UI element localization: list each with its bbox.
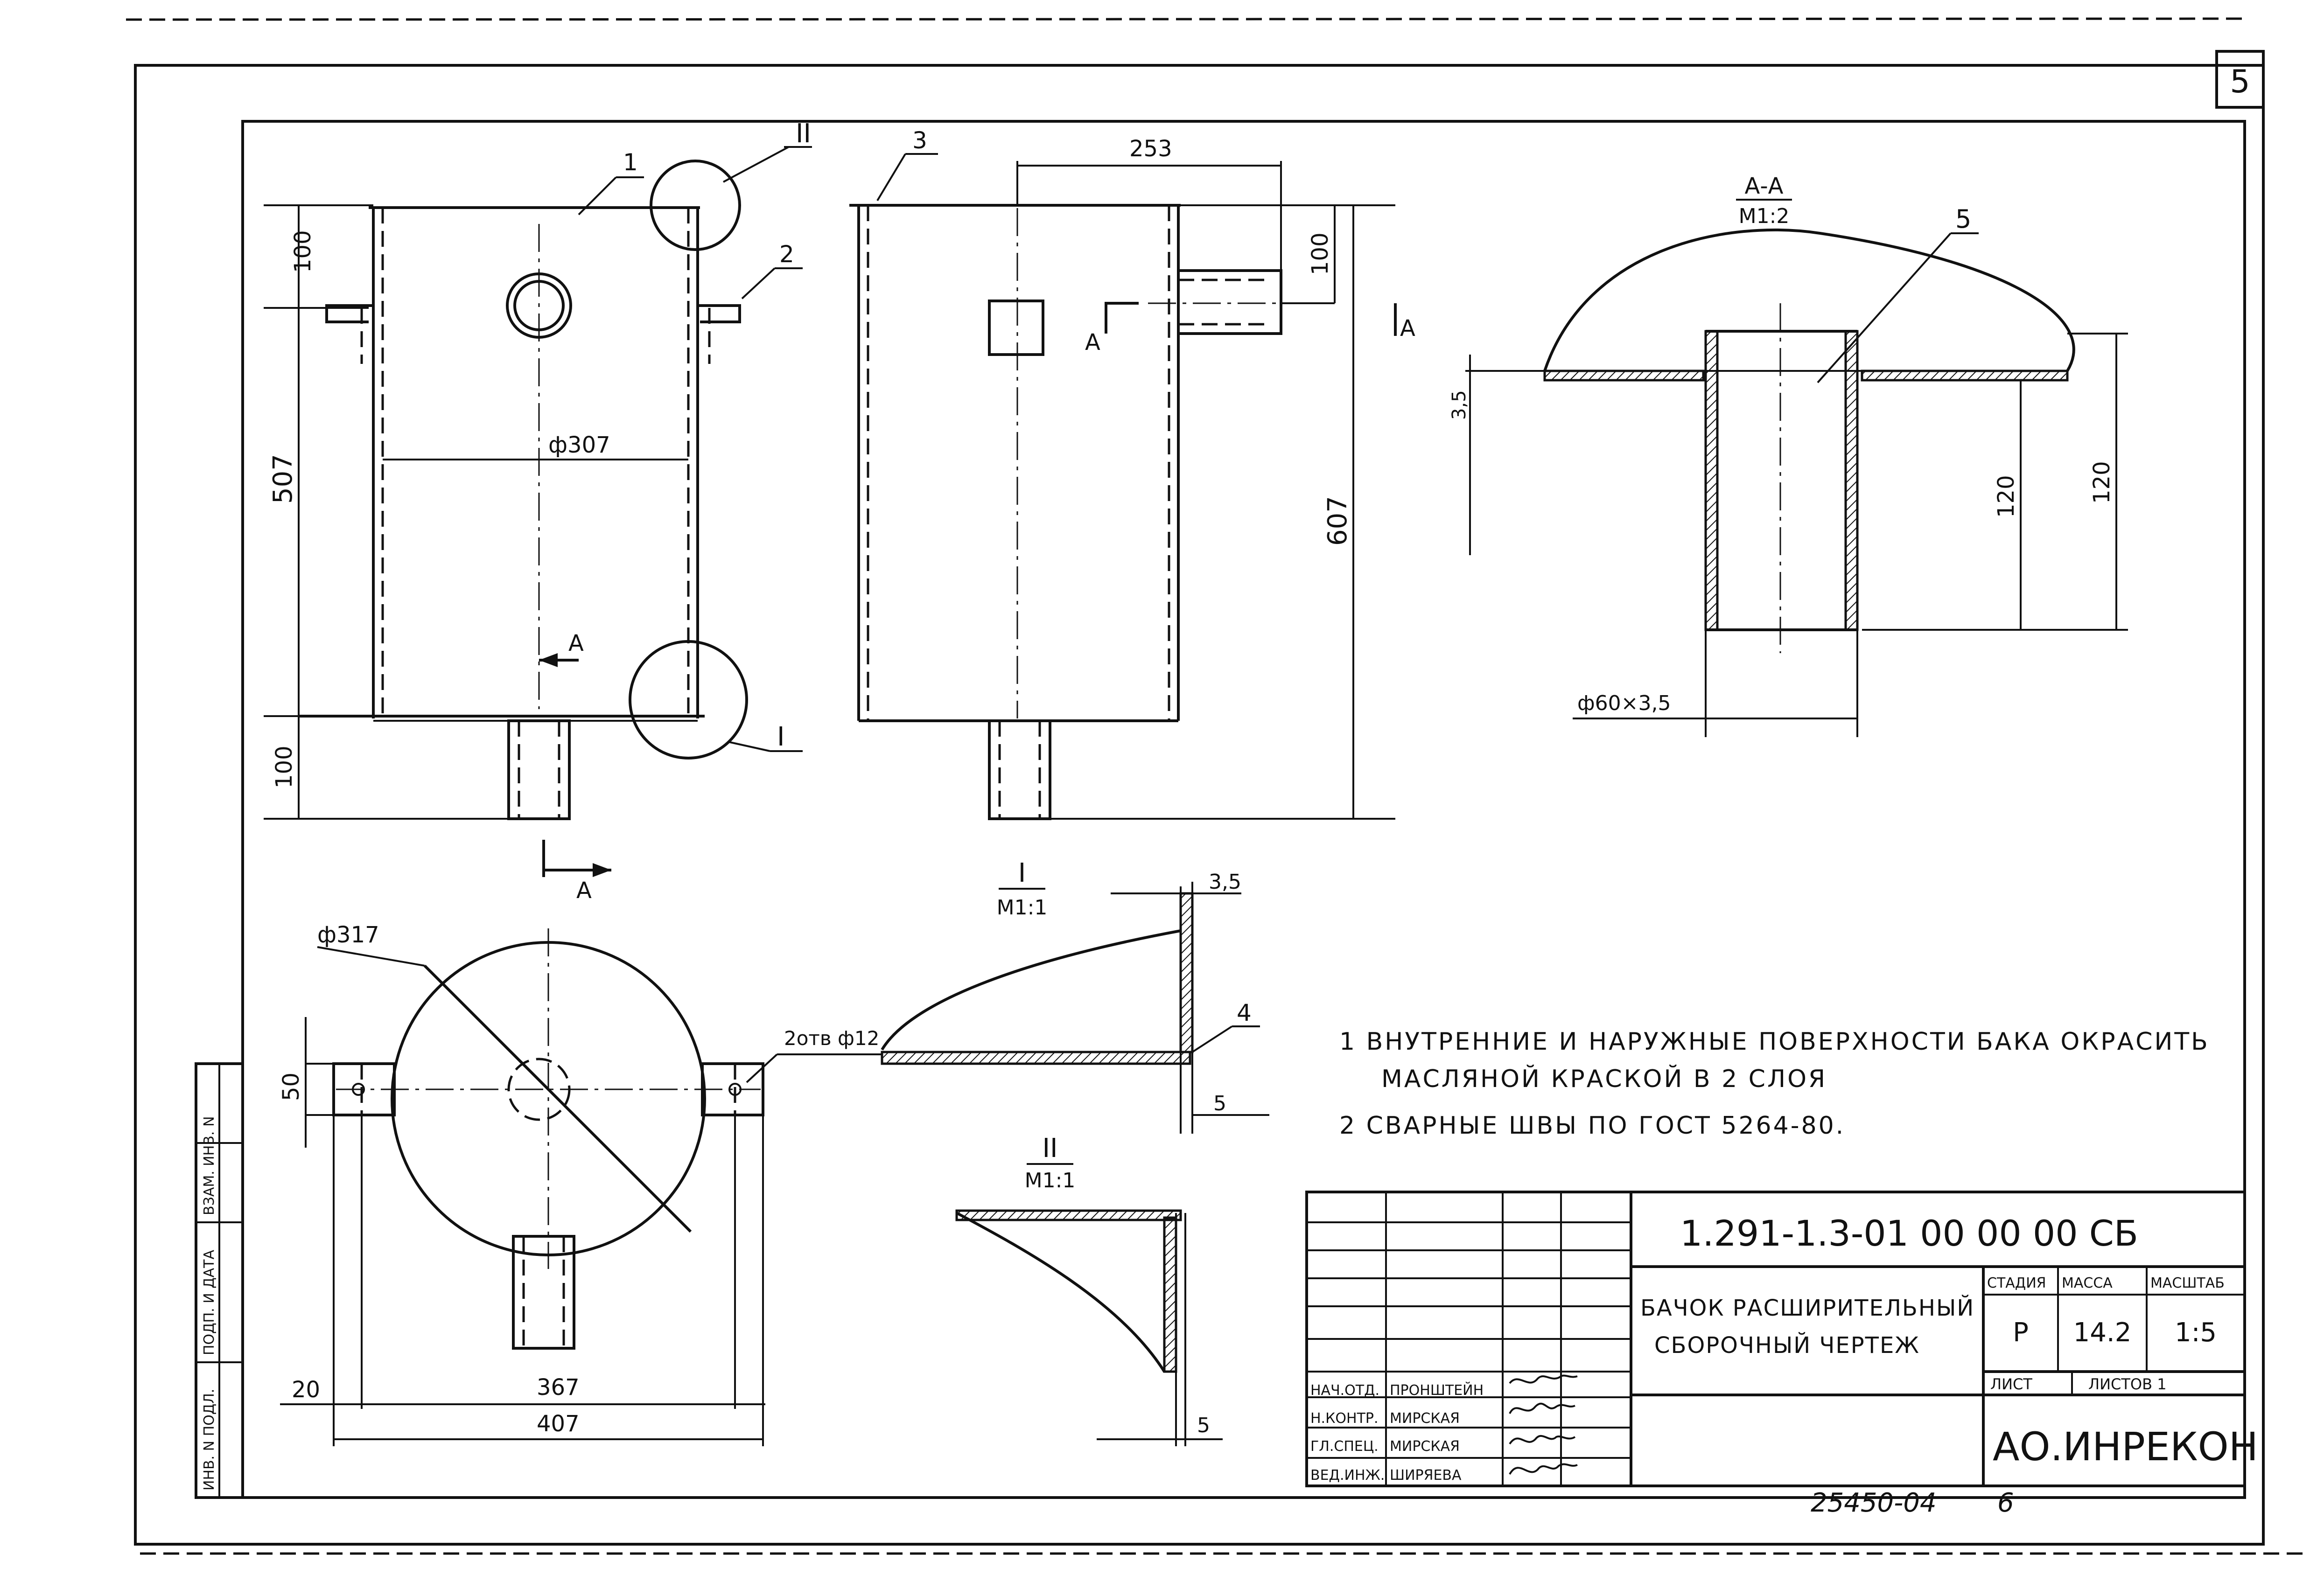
callout-I-circle — [629, 640, 748, 760]
dim-t35-aa: 3,5 — [1449, 390, 1470, 420]
mass-value: 14.2 — [2073, 1317, 2132, 1348]
pos-2: 2 — [779, 241, 794, 268]
pos-4: 4 — [1237, 999, 1252, 1026]
sheet-label: ЛИСТ — [1990, 1375, 2032, 1393]
section-mark-a-bottom: А — [576, 878, 592, 904]
dim-d307: ф307 — [548, 432, 610, 458]
side-stamp: ИНВ. N ПОДЛ. ПОДП. И ДАТА ВЗАМ. ИНВ. N — [195, 1062, 244, 1499]
callout-II-label: II — [796, 118, 811, 149]
detail-I: I М1:1 4 3,5 5 — [881, 858, 1269, 1134]
stage-value: Р — [2013, 1317, 2029, 1348]
col-scale-label: МАСШТАБ — [2150, 1275, 2225, 1291]
sig-role-4: ВЕД.ИНЖ. — [1310, 1467, 1385, 1484]
side-view: 3 253 100 607 А А — [849, 127, 1415, 820]
sig-name-4: ШИРЯЕВА — [1390, 1467, 1462, 1484]
cut-mark-right: А — [1400, 315, 1415, 341]
stamp-podp-data: ПОДП. И ДАТА — [201, 1249, 217, 1355]
dim-pipe-60x35: ф60×3,5 — [1577, 691, 1671, 715]
dim-h120-inner: 120 — [1993, 475, 2019, 518]
dim-t35-det1: 3,5 — [1209, 870, 1241, 894]
sig-name-2: МИРСКАЯ — [1390, 1410, 1460, 1427]
title-line1: БАЧОК РАСШИРИТЕЛЬНЫЙ — [1640, 1295, 1974, 1321]
cut-mark-left: А — [1085, 329, 1100, 355]
sheets-label: ЛИСТОВ 1 — [2088, 1375, 2167, 1393]
sig-name-1: ПРОНШТЕЙН — [1390, 1382, 1484, 1399]
dim-h507: 507 — [268, 454, 298, 504]
col-mass-label: МАССА — [2062, 1275, 2113, 1291]
dim-t5-det1: 5 — [1213, 1092, 1226, 1115]
dim-h100-top: 100 — [290, 230, 316, 273]
notes: 1 ВНУТРЕННИЕ И НАРУЖНЫЕ ПОВЕРХНОСТИ БАКА… — [1339, 1028, 2210, 1140]
dim-h100-pipe: 100 — [1307, 232, 1333, 275]
dim-t5-det2: 5 — [1197, 1414, 1210, 1437]
designation: 1.291-1.3-01 00 00 00 СБ — [1680, 1213, 2138, 1254]
stamp-inv-podl: ИНВ. N ПОДЛ. — [201, 1389, 217, 1491]
dim-h120-outer: 120 — [2089, 461, 2115, 504]
sig-name-3: МИРСКАЯ — [1390, 1438, 1460, 1455]
det-I-scale: М1:1 — [997, 896, 1048, 920]
note-2: 2 СВАРНЫЕ ШВЫ ПО ГОСТ 5264-80. — [1339, 1112, 1845, 1140]
dim-w20: 20 — [292, 1377, 320, 1403]
pos-5: 5 — [1955, 204, 1971, 234]
sig-role-2: Н.КОНТР. — [1310, 1410, 1379, 1427]
bottom-page: 6 — [1997, 1488, 2014, 1518]
det-II-title: II — [1042, 1133, 1057, 1164]
col-stage-label: СТАДИЯ — [1987, 1275, 2046, 1291]
dim-w253: 253 — [1129, 136, 1172, 162]
sheet-frame: 5 — [126, 17, 2305, 1555]
page-number: 5 — [2230, 63, 2250, 100]
title-block: 1.291-1.3-01 00 00 00 СБ БАЧОК РАСШИРИТЕ… — [1305, 1191, 2258, 1487]
pos-3: 3 — [912, 127, 927, 154]
sig-role-1: НАЧ.ОТД. — [1310, 1382, 1379, 1399]
sig-role-3: ГЛ.СПЕЦ. — [1310, 1438, 1379, 1455]
det-II-scale: М1:1 — [1025, 1169, 1076, 1192]
aa-scale: М1:2 — [1739, 204, 1790, 228]
section-a-a: А-А М1:2 5 3,5 120 120 ф60×3,5 — [1449, 173, 2128, 737]
scale-value: 1:5 — [2175, 1317, 2217, 1348]
dim-d317: ф317 — [317, 922, 379, 948]
title-line2: СБОРОЧНЫЙ ЧЕРТЕЖ — [1654, 1332, 1920, 1359]
note-1: 1 ВНУТРЕННИЕ И НАРУЖНЫЕ ПОВЕРХНОСТИ БАКА… — [1339, 1028, 2210, 1056]
dim-h100-bot: 100 — [271, 746, 297, 788]
dim-w367: 367 — [537, 1374, 580, 1401]
dim-w407: 407 — [537, 1411, 580, 1437]
detail-II: II М1:1 5 — [955, 1133, 1223, 1446]
section-arrow-a-label: А — [568, 630, 584, 656]
note-1-cont: МАСЛЯНОЙ КРАСКОЙ В 2 СЛОЯ — [1381, 1065, 1827, 1093]
aa-title: А-А — [1745, 173, 1784, 199]
callout-I-label: I — [777, 722, 785, 752]
dim-h607: 607 — [1323, 496, 1353, 546]
bottom-code: 25450-04 — [1811, 1488, 1937, 1518]
handwritten-signatures — [1509, 1374, 1578, 1475]
front-view: ф307 II I 1 2 А А 100 — [264, 118, 812, 904]
pos-1: 1 — [623, 149, 638, 176]
company-name: АО.ИНРЕКОН — [1993, 1424, 2258, 1470]
plan-view: ф317 2отв ф12 50 20 367 407 — [278, 922, 882, 1446]
det-I-title: I — [1018, 858, 1026, 888]
stamp-vzam-inv: ВЗАМ. ИНВ. N — [201, 1116, 217, 1215]
dim-w50: 50 — [278, 1073, 304, 1101]
callout-II-circle — [650, 160, 741, 251]
dim-holes: 2отв ф12 — [784, 1027, 879, 1050]
